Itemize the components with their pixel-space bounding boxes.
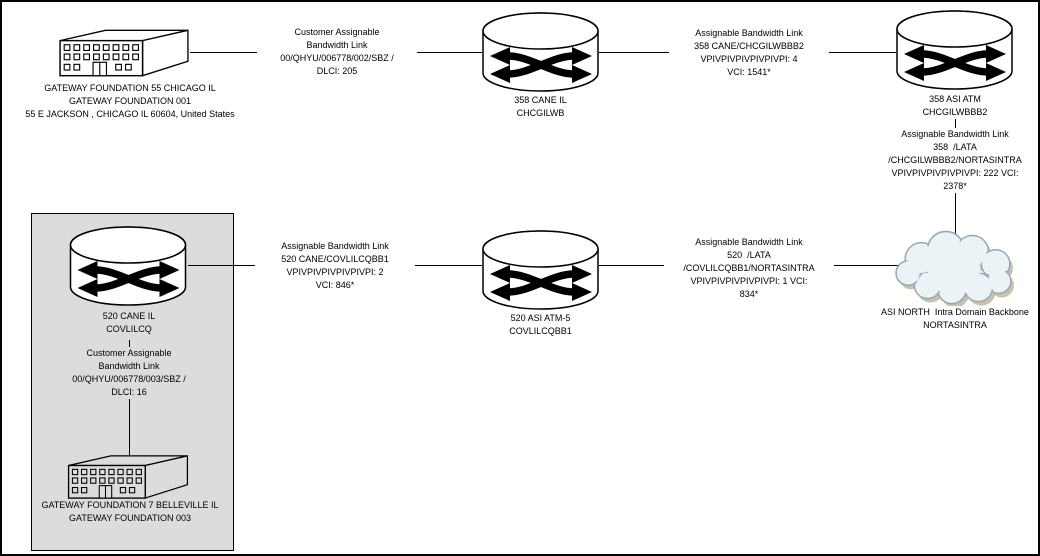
atm-switch-icon	[69, 226, 187, 306]
node-label-switch-520-cane: 520 CANE IL COVLILCQ	[102, 311, 156, 334]
node-building-belleville[interactable]	[66, 454, 190, 500]
atm-switch-icon	[482, 230, 599, 310]
cloud-icon	[895, 230, 1014, 306]
building-3d-icon	[59, 29, 189, 77]
node-label-building-belleville: GATEWAY FOUNDATION 7 BELLEVILLE IL GATEW…	[41, 500, 219, 523]
node-switch-358-asi[interactable]	[896, 10, 1013, 90]
node-cloud-nortasintra[interactable]	[893, 228, 1019, 306]
atm-switch-icon	[896, 10, 1013, 90]
building-3d-icon	[67, 455, 189, 499]
link-label-358cane-358asi: Assignable Bandwidth Link 358 CANE/CHCGI…	[669, 27, 829, 79]
node-label-building-chicago: GATEWAY FOUNDATION 55 CHICAGO IL GATEWAY…	[25, 83, 235, 119]
node-building-chicago[interactable]	[58, 28, 190, 78]
link-label-chicago-358cane: Customer Assignable Bandwidth Link 00/QH…	[257, 26, 417, 78]
node-switch-520-asi[interactable]	[482, 230, 599, 310]
node-label-cloud-nortasintra: ASI NORTH Intra Domain Backbone NORTASIN…	[881, 307, 1029, 330]
node-label-switch-358-cane: 358 CANE IL CHCGILWB	[514, 95, 567, 118]
link-label-358asi-cloud: Assignable Bandwidth Link 358 /LATA /CHC…	[870, 128, 1038, 193]
node-switch-358-cane[interactable]	[482, 12, 599, 92]
link-label-520asi-cloud: Assignable Bandwidth Link 520 /LATA /COV…	[664, 236, 834, 301]
link-line-520cane-belleville	[129, 340, 130, 459]
node-label-switch-520-asi: 520 ASI ATM-5 COVLILCQBB1	[480, 312, 601, 338]
link-label-520cane-520asi: Assignable Bandwidth Link 520 CANE/COVLI…	[255, 240, 415, 292]
node-switch-520-cane[interactable]	[68, 226, 188, 306]
node-label-switch-358-asi: 358 ASI ATM CHCGILWBBB2	[895, 93, 1015, 119]
link-label-520cane-belleville: Customer Assignable Bandwidth Link 00/QH…	[49, 347, 209, 399]
atm-switch-icon	[482, 12, 599, 92]
